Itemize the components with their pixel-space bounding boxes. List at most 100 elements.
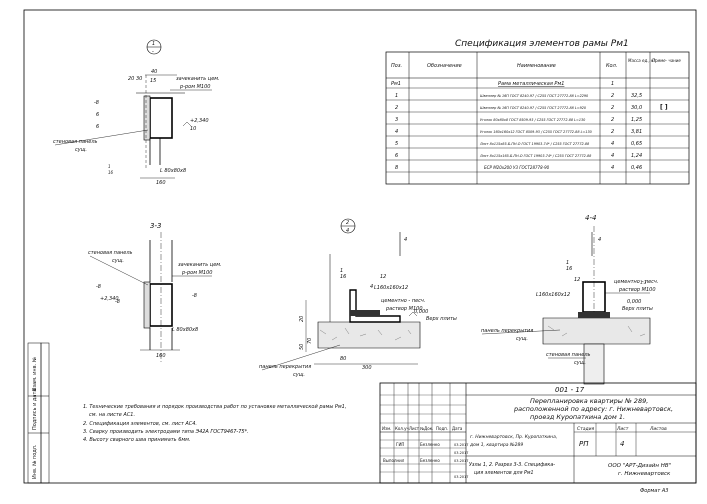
svg-text:-8: -8 (192, 293, 197, 299)
section-3-3: 3-3 -8 -8 160 -8 +2,340 стеновая панель … (88, 222, 222, 362)
svg-text:Изм.: Изм. (382, 426, 391, 431)
channel-section (149, 97, 173, 139)
svg-text:раствор М100: раствор М100 (618, 287, 656, 293)
node-2-label: 2 (346, 220, 349, 226)
spec-row-name: Уголок 80х80х8 ГОСТ 8509-93 / С255 ГОСТ … (480, 118, 585, 122)
node-2-angle: L160х160х12 (374, 285, 408, 291)
node-1-detail: 1 - 40 30 20 15 -8 6 6 10 160 +2,340 зач… (53, 39, 220, 186)
svg-text:Перепланировка квартиры № 289,: Перепланировка квартиры № 289, (530, 397, 648, 405)
svg-text:-8: -8 (115, 299, 120, 305)
general-notes: 1. Технические требования и порядок прои… (83, 404, 346, 443)
table-row: 8 БСР М20х200 У3 ГОСТ28778-90 4 0,46 (395, 165, 642, 171)
svg-text:03.2017: 03.2017 (454, 443, 468, 447)
table-row: 1 Швеллер № 16П ГОСТ 8240-97 / С255 ГОСТ… (395, 93, 642, 99)
node-2-level: 0,000 (414, 309, 428, 315)
spec-row-pos: Рм1 (391, 81, 401, 87)
sheet-title: Узлы 1, 2. Разрез 3-3. Специфика- (469, 462, 555, 468)
spec-row-mass: 3,81 (631, 129, 642, 135)
spec-row-qty: 1 (611, 81, 614, 87)
svg-text:р-ром М100: р-ром М100 (181, 270, 212, 276)
angle-l160 (349, 289, 401, 323)
role-executor: Выполнил (383, 458, 405, 463)
paper-format: Формат А3 (640, 488, 668, 494)
svg-text:4: 4 (404, 237, 407, 243)
spec-row-qty: 2 (611, 117, 614, 123)
floor-slab (317, 321, 421, 349)
spec-header-qty: Кол. (606, 63, 617, 69)
svg-text:панель перекрытия: панель перекрытия (481, 328, 533, 334)
company-name: ООО "АРТ-Дизайн НВ" (608, 463, 671, 469)
spec-header-designation: Обозначение (427, 63, 462, 69)
svg-text:Дата: Дата (452, 426, 463, 431)
table-row: 4 Уголок 160х160х12 ГОСТ 8509-93 / С255 … (395, 129, 642, 135)
svg-text:1: 1 (108, 164, 111, 169)
callout-mortar: р-ром М100 (179, 84, 210, 90)
svg-text:50: 50 (299, 344, 305, 350)
sheet-frame (23, 9, 697, 484)
title-block: Изм. Кол.уч Лист №Док. Подп. Дата ГИП Бе… (379, 382, 697, 484)
stamp-inv-label: Инв. № подл. (32, 444, 38, 479)
svg-text:16: 16 (340, 274, 346, 280)
svg-text:30: 30 (136, 76, 142, 82)
spec-table: Спецификация элементов рамы Рм1 Поз. Обо… (385, 39, 690, 185)
table-row: 5 Лист 8х115х85-Б-ПН-О ГОСТ 19903-74* / … (395, 141, 642, 147)
svg-text:Стадия: Стадия (577, 426, 595, 432)
svg-text:16: 16 (108, 170, 114, 175)
spec-header-mass: Масса ед., кг (628, 58, 656, 63)
spec-row-name: Уголок 160х160х12 ГОСТ 8509-93 / С255 ГО… (480, 130, 592, 134)
node-1-label: 1 (152, 41, 155, 47)
sheet-number: 4 (620, 440, 624, 448)
svg-text:Безленко: Безленко (420, 442, 440, 447)
spec-row-name: БСР М20х200 У3 ГОСТ28778-90 (484, 165, 550, 170)
spec-row-mass: 1,25 (631, 117, 642, 123)
svg-text:1:3: 1:3 (640, 280, 647, 285)
svg-text:L 80х80х8: L 80х80х8 (172, 327, 198, 333)
spec-row-mass: 0,46 (631, 165, 642, 171)
spec-title: Спецификация элементов рамы Рм1 (455, 39, 629, 49)
note-line: 1. Технические требования и порядок прои… (83, 404, 346, 410)
section-3-3-level: +2,340 (100, 296, 119, 302)
spec-header-note: Приме- чание (652, 58, 681, 63)
svg-text:20: 20 (128, 76, 134, 82)
svg-text:Лист: Лист (409, 426, 420, 431)
svg-text:1: 1 (566, 260, 569, 266)
svg-text:12: 12 (380, 274, 386, 280)
spec-row-mass: 0,65 (631, 141, 642, 147)
svg-text:40: 40 (151, 69, 157, 75)
spec-row-qty: 4 (611, 141, 614, 147)
svg-text:стеновая панель: стеновая панель (546, 352, 591, 358)
svg-text:-8: -8 (94, 100, 99, 106)
svg-text:10: 10 (190, 126, 196, 132)
spec-row-mass: 1,24 (631, 153, 642, 159)
svg-text:сущ.: сущ. (574, 360, 586, 366)
svg-text:стеновая панель: стеновая панель (88, 250, 133, 256)
svg-text:Подп.: Подп. (436, 426, 448, 431)
svg-text:Верх плиты: Верх плиты (622, 306, 653, 312)
svg-text:цементно - песч.: цементно - песч. (614, 279, 658, 285)
spec-row-note: [ ] (660, 104, 668, 111)
svg-text:сущ.: сущ. (75, 147, 87, 153)
svg-text:16: 16 (566, 266, 572, 272)
svg-text:раствор М100: раствор М100 (385, 306, 423, 312)
svg-text:зачеканить цем.: зачеканить цем. (178, 262, 222, 268)
stamp-sign-label: Подпись и дата (32, 389, 38, 430)
callout-caulk: зачеканить цем. (176, 76, 220, 82)
svg-text:15: 15 (150, 78, 156, 84)
spec-row-mass: 30,0 (631, 105, 642, 111)
svg-text:г. Нижневартовск: г. Нижневартовск (618, 471, 671, 477)
svg-text:проезд Куропаткина дом 1.: проезд Куропаткина дом 1. (530, 413, 625, 421)
svg-text:4: 4 (370, 284, 373, 290)
spec-header-pos: Поз. (391, 63, 402, 69)
spec-row-qty: 2 (611, 93, 614, 99)
svg-text:03.2017: 03.2017 (454, 475, 468, 479)
svg-text:300: 300 (362, 365, 372, 371)
spec-row-qty: 4 (611, 165, 614, 171)
spec-row-name: Швеллер № 16П ГОСТ 8240-97 / С255 ГОСТ 2… (480, 94, 588, 98)
spec-row-pos: 4 (395, 129, 398, 135)
svg-text:сущ.: сущ. (516, 336, 528, 342)
svg-text:Кол.уч: Кол.уч (395, 426, 409, 431)
table-row: 6 Лист 8х115х165-Б-ПН-О ГОСТ 19903-74* /… (395, 153, 642, 159)
node-2-detail: 2 4 4 4 1 16 12 20 70 50 L160х160х12 цем… (259, 218, 457, 378)
spec-row-qty: 4 (611, 153, 614, 159)
